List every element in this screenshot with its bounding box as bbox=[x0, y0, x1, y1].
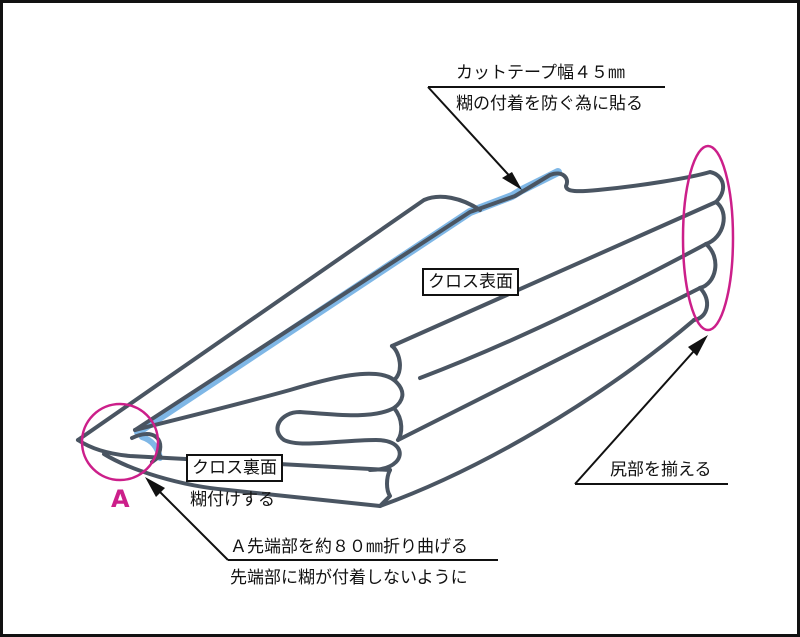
leader-lines bbox=[151, 86, 728, 561]
tape-width-label: カットテープ幅４５㎜ bbox=[456, 63, 625, 83]
tape-purpose-label: 糊の付着を防ぐ為に貼る bbox=[456, 94, 643, 114]
glue-note-label: 糊付けする bbox=[190, 490, 275, 510]
cloth-front-label: クロス表面 bbox=[422, 268, 519, 296]
marker-a-label: A bbox=[111, 485, 130, 513]
leader-arrowheads bbox=[145, 172, 708, 497]
tip-highlight-circle bbox=[80, 402, 160, 482]
align-butt-label: 尻部を揃える bbox=[610, 460, 712, 480]
cloth-outline bbox=[76, 170, 726, 508]
butt-highlight-ellipse bbox=[681, 144, 735, 332]
cloth-back-label: クロス裏面 bbox=[186, 454, 283, 482]
fold-reason-label: 先端部に糊が付着しないように bbox=[230, 568, 468, 588]
fold-instruction-label: Ａ先端部を約８０㎜折り曲げる bbox=[230, 537, 468, 557]
